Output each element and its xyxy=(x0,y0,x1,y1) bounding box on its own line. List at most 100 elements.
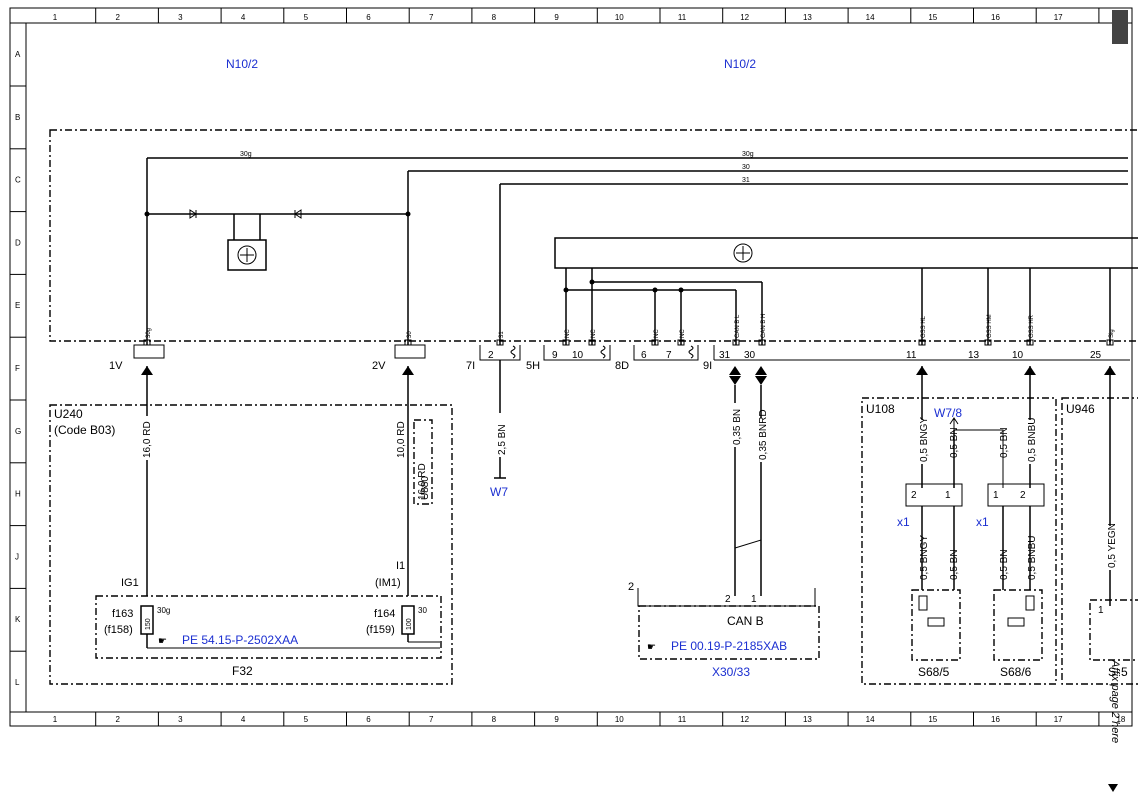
diode-icon xyxy=(189,209,197,219)
pin-function-label: GSS HR xyxy=(1029,314,1035,338)
pin-function-label: NC xyxy=(565,329,571,338)
pin-number: 9 xyxy=(552,350,558,361)
pin-number: 2 xyxy=(725,594,731,605)
fuse-terminal: 30g xyxy=(157,606,170,615)
row-label: J xyxy=(15,552,19,561)
column-label: 16 xyxy=(991,13,1000,22)
fuse-rating: 100 xyxy=(406,618,413,630)
wire-label: 0,5 BN xyxy=(999,549,1010,580)
connector-label: 7I xyxy=(466,360,475,372)
column-label: 3 xyxy=(178,715,183,724)
fuse-label: f164 xyxy=(374,608,395,620)
plug-label: x1 xyxy=(897,515,910,529)
u946-module: U946 1 S 5 xyxy=(1061,397,1138,685)
wire-label: 2,5 BN xyxy=(497,424,508,455)
pin-number: 10 xyxy=(1012,350,1024,361)
row-label: B xyxy=(15,113,20,122)
pin-number: 2 xyxy=(1020,490,1026,501)
column-label: 4 xyxy=(241,13,246,22)
reference-icon: ☛ xyxy=(647,642,656,653)
u240-title: U240 xyxy=(54,407,83,421)
row-label: L xyxy=(15,678,20,687)
module-title: N10/2 xyxy=(226,57,258,71)
column-label: 7 xyxy=(429,715,434,724)
row-label: H xyxy=(15,490,21,499)
column-label: 4 xyxy=(241,715,246,724)
transistor-icon xyxy=(733,243,753,263)
diode-icon xyxy=(294,209,302,219)
pin-number: 2 xyxy=(488,350,494,361)
pin-number: 11 xyxy=(906,350,917,361)
connector-label: 9I xyxy=(703,360,712,372)
ground-label-w78: W7/8 xyxy=(934,406,962,420)
u946-title: U946 xyxy=(1066,402,1095,416)
column-label: 16 xyxy=(991,715,1000,724)
wire-label: 16,0 RD xyxy=(417,463,428,500)
pin-number: 25 xyxy=(1090,350,1102,361)
pin-label: (IM1) xyxy=(375,577,401,589)
wire-label: 0,5 BNBU xyxy=(1027,536,1038,580)
bus-label: 30g xyxy=(240,151,252,158)
wire-label: 0,5 BNGY xyxy=(919,417,930,462)
frame-inner xyxy=(25,22,1133,713)
component-name: 5 xyxy=(1121,665,1128,679)
fuse-label: (f158) xyxy=(104,624,133,636)
pin-function-label: NC xyxy=(591,329,597,338)
column-label: 13 xyxy=(803,715,812,724)
arrow-down-icon xyxy=(1108,784,1118,792)
column-label: 14 xyxy=(866,715,875,724)
fuse-label: f163 xyxy=(112,608,133,620)
connector-label: 8D xyxy=(615,360,629,372)
u880-label: U880 xyxy=(420,476,431,500)
component-name: S xyxy=(1108,665,1116,679)
pin-number: 1 xyxy=(1098,605,1104,616)
reference-link[interactable]: PE 54.15-P-2502XAA xyxy=(182,633,298,647)
column-label: 5 xyxy=(304,13,309,22)
column-label: 11 xyxy=(678,715,687,724)
bus-label: 31 xyxy=(742,177,750,184)
column-label: 3 xyxy=(178,13,183,22)
column-label: 12 xyxy=(740,715,749,724)
transistor-icon xyxy=(237,245,257,265)
row-label: A xyxy=(15,50,21,59)
wire-label: 0,5 BNGY xyxy=(919,535,930,580)
column-label: 12 xyxy=(740,13,749,22)
grid-ruler: 1122334455667788991010111112121313141415… xyxy=(10,8,1126,726)
can-transceiver xyxy=(554,237,1138,345)
pin-label: I1 xyxy=(396,560,405,572)
column-label: 9 xyxy=(554,715,559,724)
column-label: 17 xyxy=(1054,13,1063,22)
column-label: 6 xyxy=(366,13,371,22)
pin-function-label: NC xyxy=(680,329,686,338)
column-label: 14 xyxy=(866,13,875,22)
module-title: N10/2 xyxy=(724,57,756,71)
pin-function-label: CAN B L xyxy=(735,314,741,338)
pin-number: 1 xyxy=(751,594,757,605)
bus-30: 30 xyxy=(408,164,1128,172)
n10-2-module xyxy=(49,129,1138,342)
pin-function-label: GSS HM xyxy=(987,314,993,338)
pin-function-label: Sig xyxy=(1109,329,1115,338)
pin-number: 31 xyxy=(719,350,731,361)
pin-number: 6 xyxy=(641,350,647,361)
pin-number: 1 xyxy=(945,490,951,501)
plug-x1 xyxy=(987,483,1045,507)
pin-function-label: 30 xyxy=(407,331,413,338)
row-label: E xyxy=(15,301,20,310)
fuse-rating: 150 xyxy=(145,618,152,630)
component-name: S68/6 xyxy=(1000,665,1032,679)
transistor-box xyxy=(227,239,267,271)
switch-s68-5 xyxy=(911,589,961,661)
column-label: 9 xyxy=(554,13,559,22)
u240-module: U240 (Code B03) IG1 I1 (IM1) f163 (f158)… xyxy=(49,404,453,685)
column-label: 5 xyxy=(304,715,309,724)
ground-label-w7: W7 xyxy=(490,485,508,499)
column-label: 18 xyxy=(1116,715,1125,724)
row-label: G xyxy=(15,427,21,436)
wire-label: 0,5 BNBU xyxy=(1027,418,1038,462)
fuse-label: (f159) xyxy=(366,624,395,636)
column-label: 1 xyxy=(53,715,58,724)
u108-module: U108 W7/8 2 1 1 2 x1 x1 S68/5 S68/6 xyxy=(861,397,1057,685)
reference-link[interactable]: PE 00.19-P-2185XAB xyxy=(671,639,787,653)
